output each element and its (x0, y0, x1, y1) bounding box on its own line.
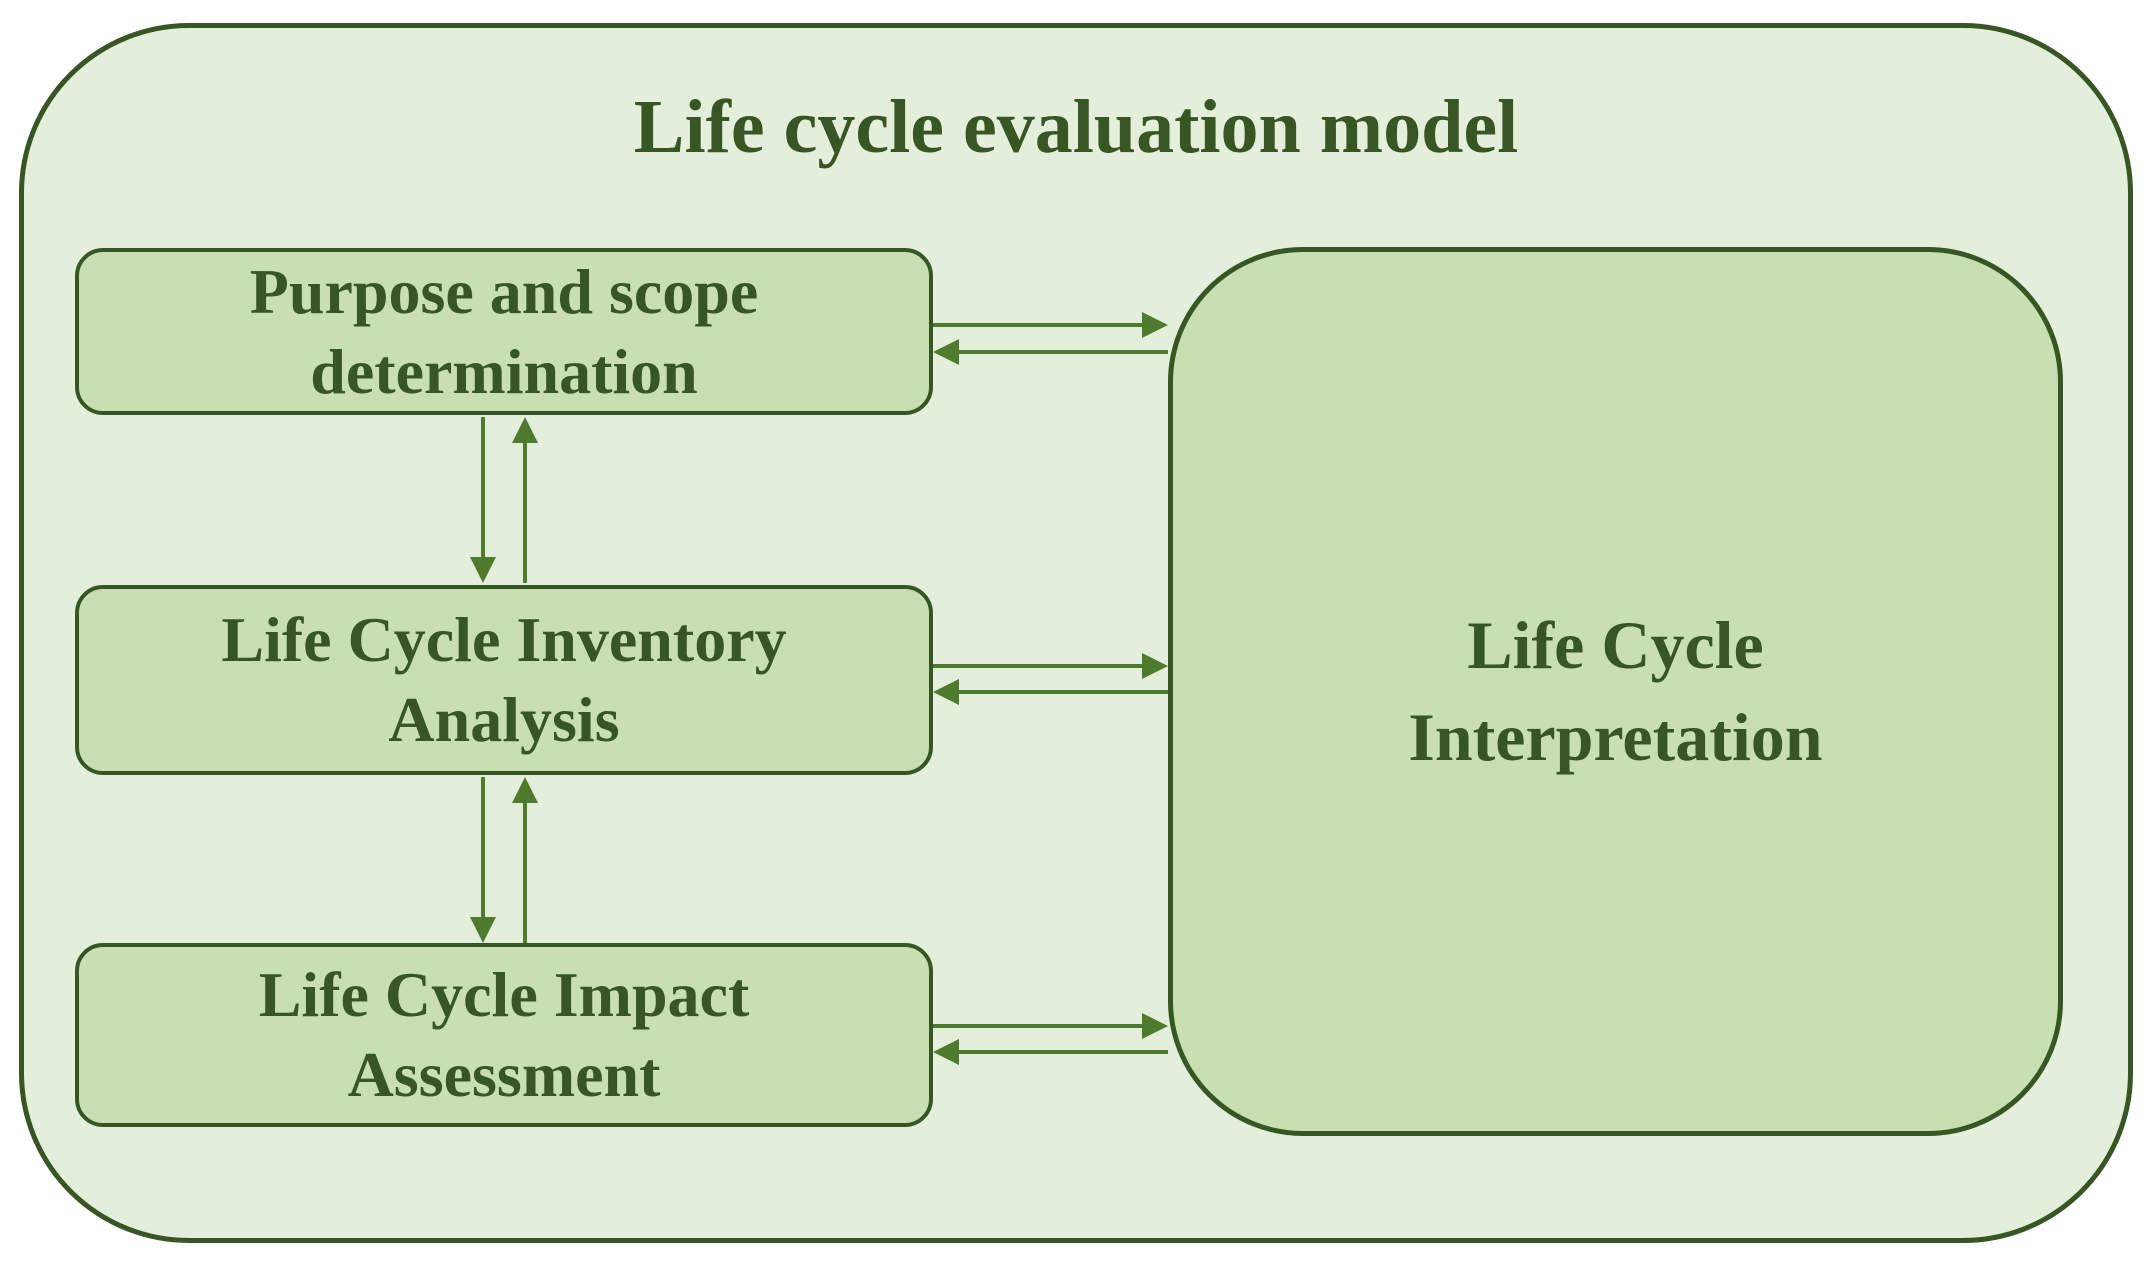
arrow-line (481, 777, 485, 921)
arrow-line (523, 439, 527, 583)
stage-interpretation-label: Life Cycle Interpretation (1408, 606, 1823, 775)
arrow-head (470, 917, 496, 943)
arrow-head (470, 557, 496, 583)
stage-inventory-analysis: Life Cycle Inventory Analysis (75, 585, 933, 775)
stage-interpretation: Life Cycle Interpretation (1168, 247, 2063, 1136)
arrow-head (933, 679, 959, 705)
stage-impact-assessment-label: Life Cycle Impact Assessment (258, 959, 750, 1110)
diagram-title: Life cycle evaluation model (633, 85, 1519, 169)
arrow-head (933, 339, 959, 365)
arrow-line (955, 1050, 1168, 1054)
stage-purpose-and-scope: Purpose and scope determination (75, 248, 933, 415)
arrow-right-icon (933, 312, 1168, 338)
arrow-right-icon (933, 653, 1168, 679)
arrow-head (1142, 653, 1168, 679)
arrow-head (1142, 1013, 1168, 1039)
arrow-line (955, 690, 1168, 694)
arrow-head (512, 417, 538, 443)
arrow-left-icon (933, 679, 1168, 705)
arrow-down-icon (470, 417, 496, 583)
stage-purpose-and-scope-label: Purpose and scope determination (249, 255, 759, 407)
arrow-line (933, 664, 1146, 668)
arrow-left-icon (933, 1039, 1168, 1065)
arrow-line (933, 1024, 1146, 1028)
arrow-head (512, 777, 538, 803)
arrow-head (1142, 312, 1168, 338)
arrow-down-icon (470, 777, 496, 943)
arrow-head (933, 1039, 959, 1065)
arrow-right-icon (933, 1013, 1168, 1039)
arrow-up-icon (512, 417, 538, 583)
stage-impact-assessment: Life Cycle Impact Assessment (75, 943, 933, 1127)
stage-inventory-analysis-label: Life Cycle Inventory Analysis (221, 604, 787, 755)
arrow-up-icon (512, 777, 538, 943)
arrow-left-icon (933, 339, 1168, 365)
arrow-line (523, 799, 527, 943)
arrow-line (481, 417, 485, 561)
arrow-line (955, 350, 1168, 354)
arrow-line (933, 323, 1146, 327)
